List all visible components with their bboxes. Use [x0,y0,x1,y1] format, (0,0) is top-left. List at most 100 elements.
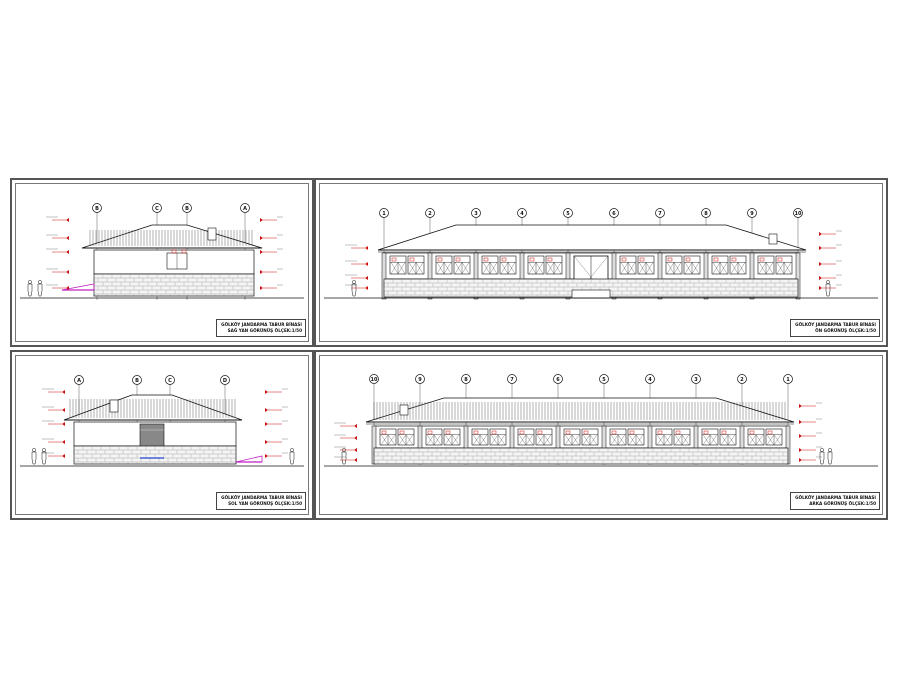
window-cross [490,434,499,446]
window-cross [436,262,445,275]
window-cross [681,434,690,446]
window-tag [759,257,765,262]
window-cross [645,262,654,275]
level-arrow [354,458,357,462]
axis-bubble [240,203,250,213]
window-tag [621,257,627,262]
roof-hatch [89,230,253,246]
person-head [32,448,36,452]
roof [377,224,807,251]
level-arrow [799,420,802,424]
window-cross [528,262,537,275]
title-block: GÖLKÖY JANDARMA TABUR BİNASI ARKA GÖRÜNÜ… [790,492,880,510]
pier [795,252,801,300]
axis-bubble [182,203,192,213]
level-arrow [819,232,822,236]
sheet-inner-frame [319,355,883,515]
level-arrow [799,404,802,408]
level-arrow [62,454,65,458]
window-cross [627,262,636,275]
axis-label: 7 [658,211,662,217]
window-tag [583,430,589,435]
level-arrow [260,250,263,254]
title-block: GÖLKÖY JANDARMA TABUR BİNASI ÖN GÖRÜNÜŞ … [790,319,880,337]
window-cross [635,434,644,446]
axis-bubble [645,374,655,384]
window-cross [518,434,527,446]
pier [519,252,525,300]
level-arrow [265,390,268,394]
window-cross [380,434,389,446]
axis-label: 1 [786,377,790,383]
window-tag [629,430,635,435]
window-tag [409,257,415,262]
level-arrow [265,440,268,444]
person-head [28,280,32,284]
window-cross [582,434,591,446]
window-cross [730,262,739,275]
person-head [38,280,42,284]
level-arrow [799,458,802,462]
level-arrow [354,424,357,428]
window-cross [766,434,775,446]
window-cross [507,262,516,275]
window-cross [656,434,665,446]
window-cross [673,262,682,275]
person-figure [351,283,357,297]
axis-label: 8 [464,377,468,383]
window-cross [500,262,509,275]
window-cross [758,262,767,275]
chimney [768,233,778,245]
axis-bubble [517,208,527,218]
window-tag [427,430,433,435]
roof [63,394,243,421]
pier [611,252,617,300]
axis-bubble [415,374,425,384]
axis-bubble [701,208,711,218]
axis-label: 9 [750,211,754,217]
window-cross [535,262,544,275]
window-cross [620,262,629,275]
window-tag [501,257,507,262]
window-tag [445,430,451,435]
roof-hatch [373,402,786,420]
level-arrow [819,276,822,280]
window-tag [667,257,673,262]
window-tag [491,430,497,435]
level-arrow [365,246,368,250]
level-arrow [62,440,65,444]
window-tag [657,430,663,435]
window-cross [564,434,573,446]
person-head [828,448,832,452]
window-cross [426,434,435,446]
window-tag [537,430,543,435]
window-cross [765,262,774,275]
window-tag [749,430,755,435]
window-tag [391,257,397,262]
title-line-1: GÖLKÖY JANDARMA TABUR BİNASI [795,322,876,327]
person-head [826,280,830,284]
axis-label: 10 [371,377,378,383]
window-tag [181,249,187,254]
axis-bubble [783,374,793,384]
window-tag [473,430,479,435]
window-cross [712,262,721,275]
window-cross [489,262,498,275]
window-cross [546,262,555,275]
window-cross [405,434,414,446]
window-tag [565,430,571,435]
window-tag [703,430,709,435]
axis-bubble [609,208,619,218]
axis-bubble [132,375,142,385]
pier [657,252,663,300]
axis-label: 5 [566,211,570,217]
window-cross [390,262,399,275]
person-figure [289,451,295,465]
axis-bubble [369,374,379,384]
person-head [820,448,824,452]
level-arrow [265,408,268,412]
axis-label: B [185,206,189,212]
